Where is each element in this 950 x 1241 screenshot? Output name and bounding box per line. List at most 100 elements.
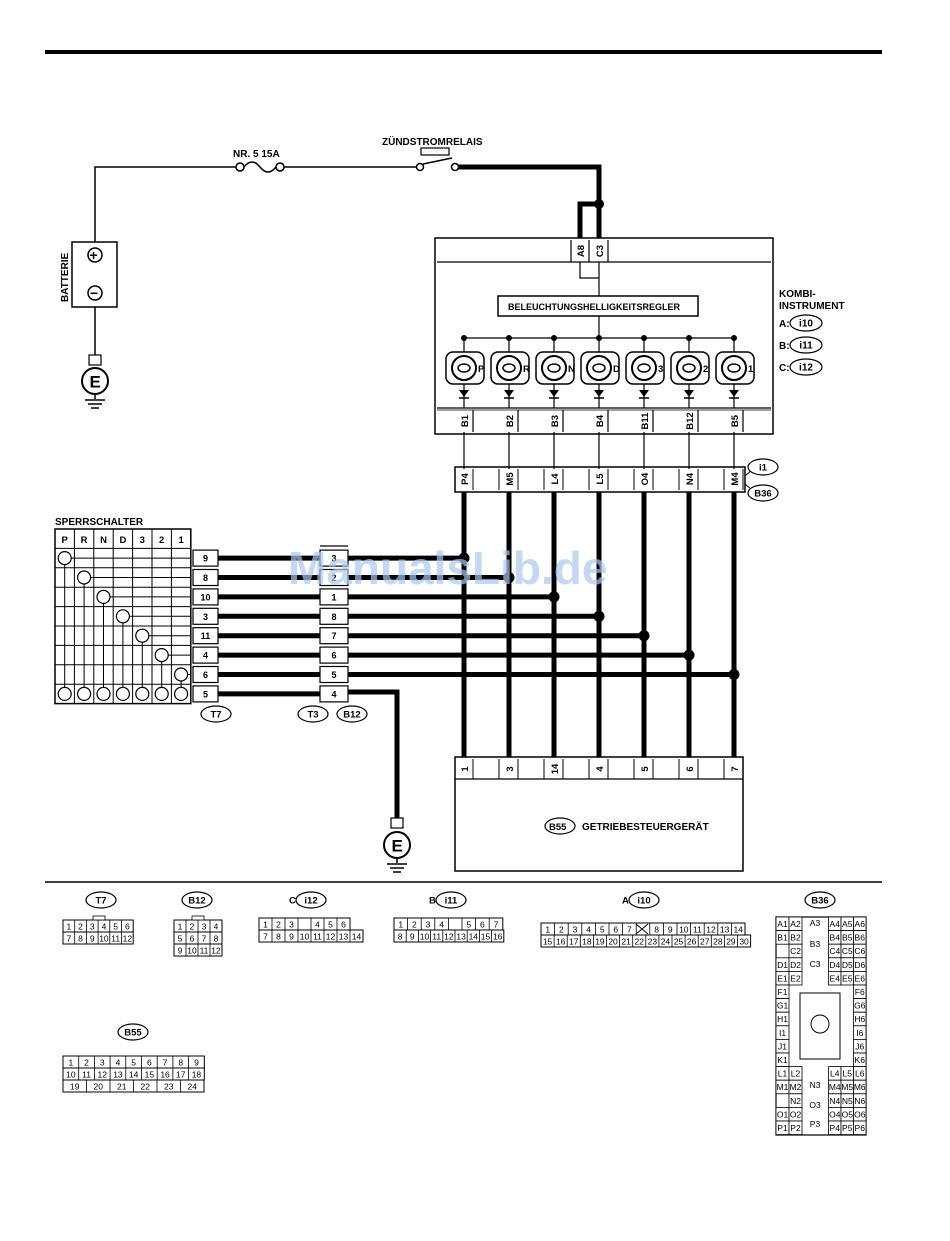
pin-number: 6 [190, 934, 195, 944]
pin-number: 10 [187, 946, 197, 956]
pin-number: 10 [99, 934, 109, 944]
pin-number: 21 [117, 1082, 127, 1092]
pin-number: 23 [164, 1082, 174, 1092]
b36-pin: A2 [790, 919, 801, 929]
pin-number: 2 [559, 925, 564, 935]
pin-number: 9 [410, 932, 415, 942]
pin-number: 12 [211, 946, 221, 956]
pin-number: 11 [111, 934, 120, 944]
signal-wires [218, 432, 740, 759]
pin-number: 14 [469, 932, 479, 942]
b36-pin: D4 [829, 960, 840, 970]
t3-pin: 3 [331, 554, 336, 564]
pin-number: 6 [613, 925, 618, 935]
t7-pin: 6 [203, 670, 208, 680]
b36-pin: B6 [855, 933, 866, 943]
b36-pin: E1 [777, 973, 788, 983]
kombi-pin: B4 [595, 414, 606, 427]
pin-number: 24 [188, 1082, 198, 1092]
b36-pin: N2 [790, 1096, 801, 1106]
indicator-lamp: R [490, 335, 530, 408]
pin-number: 9 [668, 925, 673, 935]
view-tag: i12 [304, 896, 317, 907]
b36-pin: P3 [810, 1119, 821, 1129]
b36-pin: K1 [777, 1055, 788, 1065]
b36-pin: B5 [842, 933, 853, 943]
kombi-title-2: INSTRUMENT [779, 301, 845, 312]
tcu-pin: 5 [640, 766, 651, 772]
pin-number: 5 [466, 920, 471, 930]
pin-number: 14 [129, 1070, 139, 1080]
conn-prefix: B: [779, 341, 790, 352]
pin-number: 3 [100, 1058, 105, 1068]
b36-pin: C3 [810, 959, 821, 969]
b36-pin: O3 [809, 1100, 821, 1110]
b36-pin: M5 [841, 1082, 853, 1092]
b36-pin: G1 [777, 1001, 789, 1011]
pin-number: 9 [289, 932, 294, 942]
b12-tag: B12 [343, 710, 360, 721]
indicator-lamp: P [445, 335, 485, 408]
pin-number: 13 [113, 1070, 123, 1080]
relay-label: ZÜNDSTROMRELAIS [382, 135, 483, 148]
mid-pin: O4 [640, 472, 651, 485]
switch-position: 2 [159, 535, 164, 546]
pin-number: 7 [263, 932, 268, 942]
b36-pin: C2 [790, 946, 801, 956]
pin-number: 17 [569, 937, 579, 947]
pin-number: 6 [147, 1058, 152, 1068]
pin-number: 2 [84, 1058, 89, 1068]
switch-position: R [81, 535, 88, 546]
switch-position: 1 [178, 535, 184, 546]
b36-pin: A4 [830, 919, 841, 929]
pin-number: 1 [68, 1058, 73, 1068]
kombi-pin: B5 [730, 414, 741, 427]
b36-pin: I6 [856, 1028, 863, 1038]
kombi-power-pin: C3 [595, 245, 606, 257]
b36-pin: P5 [842, 1123, 853, 1133]
pin-number: 15 [543, 937, 553, 947]
lamp-label: 1 [748, 364, 754, 375]
mid-pin: L4 [550, 473, 561, 485]
tcu-pin: 14 [550, 763, 561, 774]
pin-number: 4 [102, 922, 107, 932]
lamp-label: R [523, 364, 530, 375]
kombi-pin: B2 [505, 415, 516, 427]
pin-number: 12 [706, 925, 716, 935]
b36-pin: A6 [855, 919, 866, 929]
pin-number: 20 [94, 1082, 104, 1092]
conn-tag: i11 [799, 341, 813, 352]
t3-pin: 1 [331, 592, 336, 602]
pin-number: 28 [713, 937, 723, 947]
pin-number: 29 [726, 937, 736, 947]
pin-number: 12 [326, 932, 336, 942]
pin-number: 5 [328, 920, 333, 930]
b36-pin: C5 [842, 946, 853, 956]
pin-number: 2 [78, 922, 83, 932]
pin-number: 18 [582, 937, 592, 947]
tcu-pin: 3 [505, 766, 516, 771]
switch-title: SPERRSCHALTER [55, 517, 144, 528]
b36-pin: O1 [777, 1109, 789, 1119]
pin-number: 16 [160, 1070, 170, 1080]
pin-number: 22 [635, 937, 645, 947]
view-tag: B36 [811, 896, 828, 907]
pin-number: 10 [420, 932, 430, 942]
pin-number: 7 [202, 934, 207, 944]
b36-pin: E5 [842, 973, 853, 983]
pin-number: 12 [123, 934, 133, 944]
tcu-pin: 6 [685, 766, 696, 771]
b36-pin: A5 [842, 919, 853, 929]
pin-number: 2 [412, 920, 417, 930]
earth-letter: E [90, 373, 101, 392]
conn-tag: i12 [799, 363, 813, 374]
pin-number: 5 [178, 934, 183, 944]
kombi-pin: B11 [640, 412, 651, 430]
indicator-lamp: 3 [625, 335, 665, 408]
